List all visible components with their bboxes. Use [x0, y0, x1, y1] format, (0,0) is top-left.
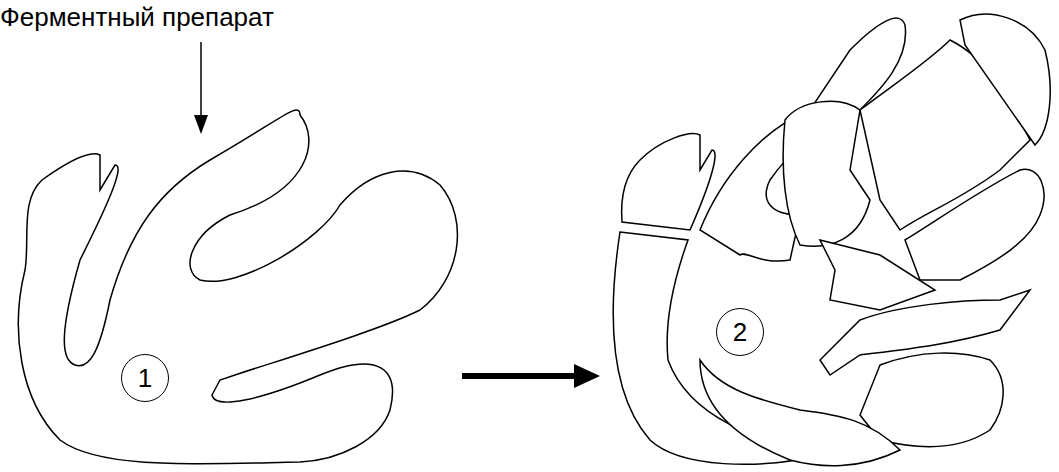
callout-circle: 1 — [121, 354, 169, 402]
protein-shape: 2 — [600, 0, 1059, 472]
protein-outline — [600, 0, 1059, 472]
enzyme-label: Ферментный препарат — [0, 2, 274, 33]
protein-outline — [0, 90, 465, 472]
callout-circle: 2 — [716, 308, 764, 356]
protein-shape: 1 — [0, 90, 465, 472]
callout-number: 1 — [138, 363, 152, 394]
process-arrow — [462, 364, 600, 388]
callout-number: 2 — [733, 317, 747, 348]
